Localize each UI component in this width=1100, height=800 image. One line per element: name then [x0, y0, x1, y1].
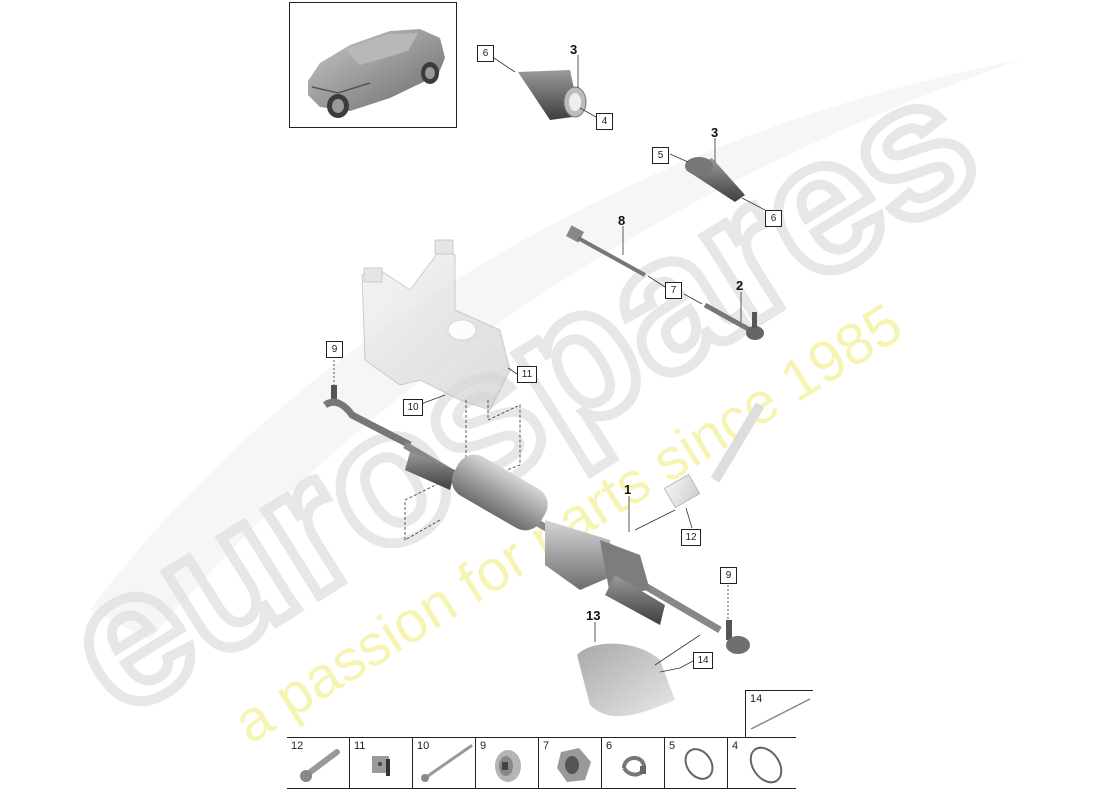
- legend-cell-12[interactable]: 12: [287, 738, 350, 788]
- part-number-13[interactable]: 13: [586, 608, 601, 623]
- car-illustration: [308, 29, 445, 118]
- legend-cell-9[interactable]: 9: [476, 738, 539, 788]
- part-number-1[interactable]: 1: [624, 482, 632, 497]
- part-number-8[interactable]: 8: [618, 213, 626, 228]
- legend-number: 5: [669, 740, 676, 752]
- callout-box-6-lower[interactable]: 6: [765, 210, 782, 227]
- clip-ring-icon: [684, 748, 714, 780]
- square-nut-icon: [372, 756, 390, 776]
- flange-nut-icon: [495, 750, 521, 782]
- callout-box-9-right[interactable]: 9: [720, 567, 737, 584]
- legend-cell-14[interactable]: 14: [745, 690, 813, 737]
- legend-cell-10[interactable]: 10: [413, 738, 476, 788]
- steering-rack: [403, 441, 722, 634]
- callout-box-14[interactable]: 14: [693, 652, 713, 669]
- callout-box-12[interactable]: 12: [681, 529, 701, 546]
- legend-number: 7: [543, 740, 550, 752]
- legend-number: 6: [606, 740, 613, 752]
- part-number-2[interactable]: 2: [736, 278, 744, 293]
- vehicle-thumbnail: [289, 2, 457, 128]
- left-tie-rod-end: [322, 360, 412, 449]
- cable-tie-icon: [750, 698, 811, 730]
- legend-cell-5[interactable]: 5: [665, 738, 728, 788]
- steering-intermediate-shaft: [663, 402, 765, 529]
- heat-shield: [577, 622, 701, 717]
- callout-box-7[interactable]: 7: [665, 282, 682, 299]
- legend-number: 9: [480, 740, 487, 752]
- steering-boot-upper: [493, 55, 597, 120]
- legend-cell-7[interactable]: 7: [539, 738, 602, 788]
- legend-number: 14: [750, 693, 763, 705]
- parts-legend: 12 11 10 9 7 6: [287, 737, 796, 789]
- clip-ring-icon: [749, 746, 783, 784]
- hose-clamp-icon: [622, 756, 647, 777]
- part-number-3-upper[interactable]: 3: [570, 42, 578, 57]
- callout-box-4[interactable]: 4: [596, 113, 613, 130]
- tie-rod: [566, 225, 666, 288]
- legend-number: 10: [417, 740, 430, 752]
- part-number-3-lower[interactable]: 3: [711, 125, 719, 140]
- legend-number: 12: [291, 740, 304, 752]
- legend-number: 4: [732, 740, 739, 752]
- legend-number: 11: [354, 740, 366, 752]
- legend-cell-6[interactable]: 6: [602, 738, 665, 788]
- callout-box-5[interactable]: 5: [652, 147, 669, 164]
- legend-cell-11[interactable]: 11: [350, 738, 413, 788]
- steering-boot-lower: [669, 138, 766, 211]
- callout-box-9-left[interactable]: 9: [326, 341, 343, 358]
- legend-cell-4[interactable]: 4: [728, 738, 796, 788]
- subframe: [361, 239, 511, 411]
- callout-box-6-upper[interactable]: 6: [477, 45, 494, 62]
- long-bolt-icon: [421, 744, 473, 782]
- hex-nut-icon: [557, 748, 591, 782]
- right-tie-rod-end: [726, 585, 750, 654]
- callout-box-10[interactable]: 10: [403, 399, 423, 416]
- bolt-icon: [300, 749, 340, 782]
- tie-rod-end: [683, 292, 764, 340]
- callout-box-11[interactable]: 11: [517, 366, 537, 383]
